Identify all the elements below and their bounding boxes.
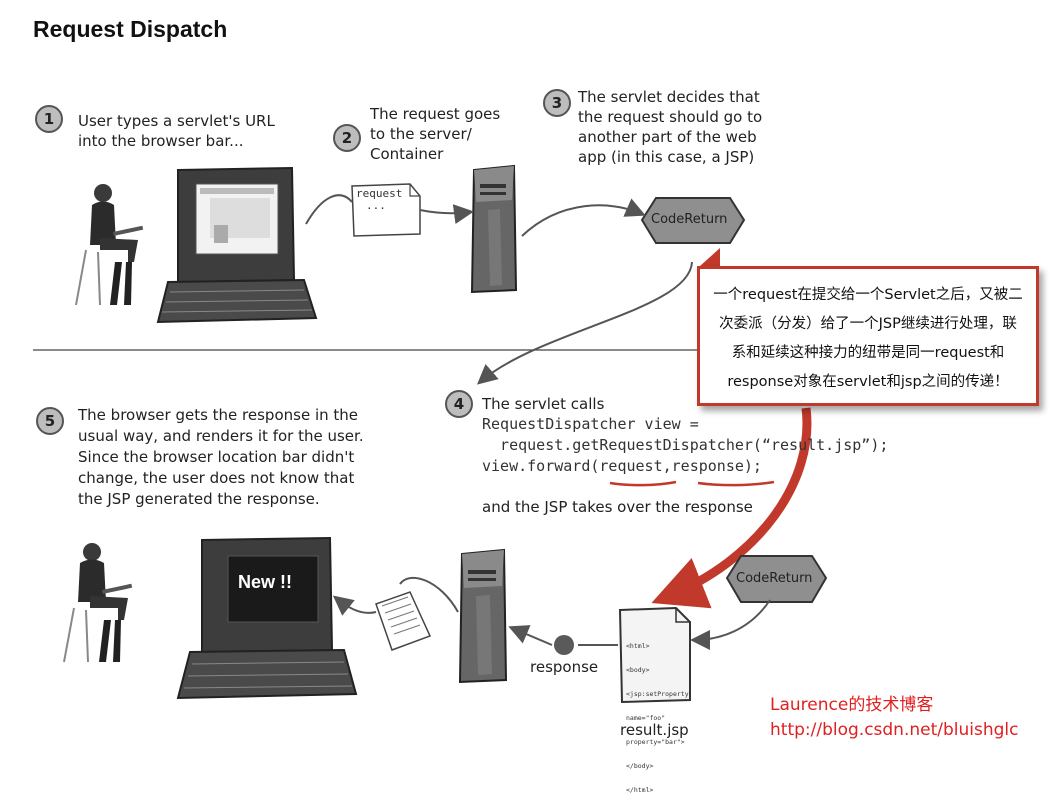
step-3-badge: 3	[543, 89, 571, 117]
step-1-badge: 1	[35, 105, 63, 133]
step-3-line: the request should go to	[578, 108, 763, 126]
jsp-line: name="foo"	[626, 714, 666, 722]
red-dispatch-arrow	[651, 407, 812, 609]
step-4-badge: 4	[445, 390, 473, 418]
jsp-line: <html>	[626, 642, 650, 650]
code-return-label-bottom: CodeReturn	[736, 571, 813, 586]
step-1-text: User types a servlet's URL into the brow…	[78, 111, 275, 151]
callout-line: 一个request在提交给一个Servlet之后，又被二	[713, 287, 1023, 303]
callout-line: response对象在servlet和jsp之间的传递！	[727, 374, 1009, 390]
callout-line: 次委派（分发）给了一个JSP继续进行处理，联	[719, 316, 1017, 332]
step-2-line: The request goes	[370, 105, 501, 123]
step-3-text: The servlet decides that the request sho…	[578, 87, 762, 167]
server-bottom	[458, 548, 508, 684]
step-4-outro: and the JSP takes over the response	[482, 498, 753, 516]
step-2-line: Container	[370, 145, 444, 163]
diagram-canvas	[33, 164, 828, 704]
request-note-dots: ...	[366, 199, 386, 212]
jsp-line: <jsp:setProperty	[626, 690, 689, 698]
jsp-file-content: <html> <body> <jsp:setProperty name="foo…	[626, 626, 689, 802]
server-top	[470, 164, 518, 294]
jsp-line: </html>	[626, 786, 654, 794]
code-return-label-top: CodeReturn	[651, 212, 728, 227]
jsp-line: </body>	[626, 762, 654, 770]
code-line: view.forward(request,response);	[482, 457, 762, 475]
request-note	[351, 183, 421, 237]
user-figure-top	[75, 184, 144, 306]
jsp-line: <body>	[626, 666, 650, 674]
step-2-text: The request goes to the server/ Containe…	[370, 104, 500, 164]
new-screen-label: New !!	[238, 572, 292, 592]
request-note-label: request	[356, 187, 403, 200]
response-dot	[554, 635, 574, 655]
step-1-line: User types a servlet's URL	[78, 112, 275, 130]
jsp-file	[618, 606, 691, 704]
response-note	[375, 591, 432, 651]
callout-line: 系和延续这种接力的纽带是同一request和	[731, 345, 1005, 361]
step-3-line: The servlet decides that	[578, 88, 760, 106]
page-title: Request Dispatch	[33, 16, 228, 42]
code-return-hexagon-top	[640, 197, 746, 244]
step-2-line: to the server/	[370, 125, 472, 143]
step-4-intro: The servlet calls	[482, 395, 605, 413]
step-2-badge: 2	[333, 124, 361, 152]
step-3-line: another part of the web	[578, 128, 757, 146]
chinese-callout: 一个request在提交给一个Servlet之后，又被二 次委派（分发）给了一个…	[697, 266, 1039, 406]
code-line: RequestDispatcher view =	[482, 415, 699, 433]
step-1-line: into the browser bar...	[78, 132, 244, 150]
response-label: response	[530, 658, 599, 676]
step-3-line: app (in this case, a JSP)	[578, 148, 755, 166]
watermark-title: Laurence的技术博客	[770, 695, 934, 715]
step-5-line: Since the browser location bar didn't	[78, 448, 355, 466]
step-5-line: The browser gets the response in the	[78, 406, 359, 424]
step-5-line: usual way, and renders it for the user.	[78, 427, 364, 445]
jsp-line: property="bar">	[626, 738, 685, 746]
step-5-text: The browser gets the response in the usu…	[78, 405, 364, 510]
step-4-code: RequestDispatcher view = request.getRequ…	[482, 414, 888, 477]
result-jsp-label: result.jsp	[620, 721, 689, 739]
code-return-hexagon-bottom	[725, 555, 828, 603]
watermark-url: http://blog.csdn.net/bluishglc	[770, 720, 1019, 740]
step-5-badge: 5	[36, 407, 64, 435]
step-5-line: the JSP generated the response.	[78, 490, 320, 508]
computer-top	[156, 166, 318, 324]
user-figure-bottom	[63, 543, 133, 663]
step-5-line: change, the user does not know that	[78, 469, 355, 487]
computer-bottom	[176, 536, 358, 700]
code-line: request.getRequestDispatcher(“result.jsp…	[482, 436, 889, 454]
